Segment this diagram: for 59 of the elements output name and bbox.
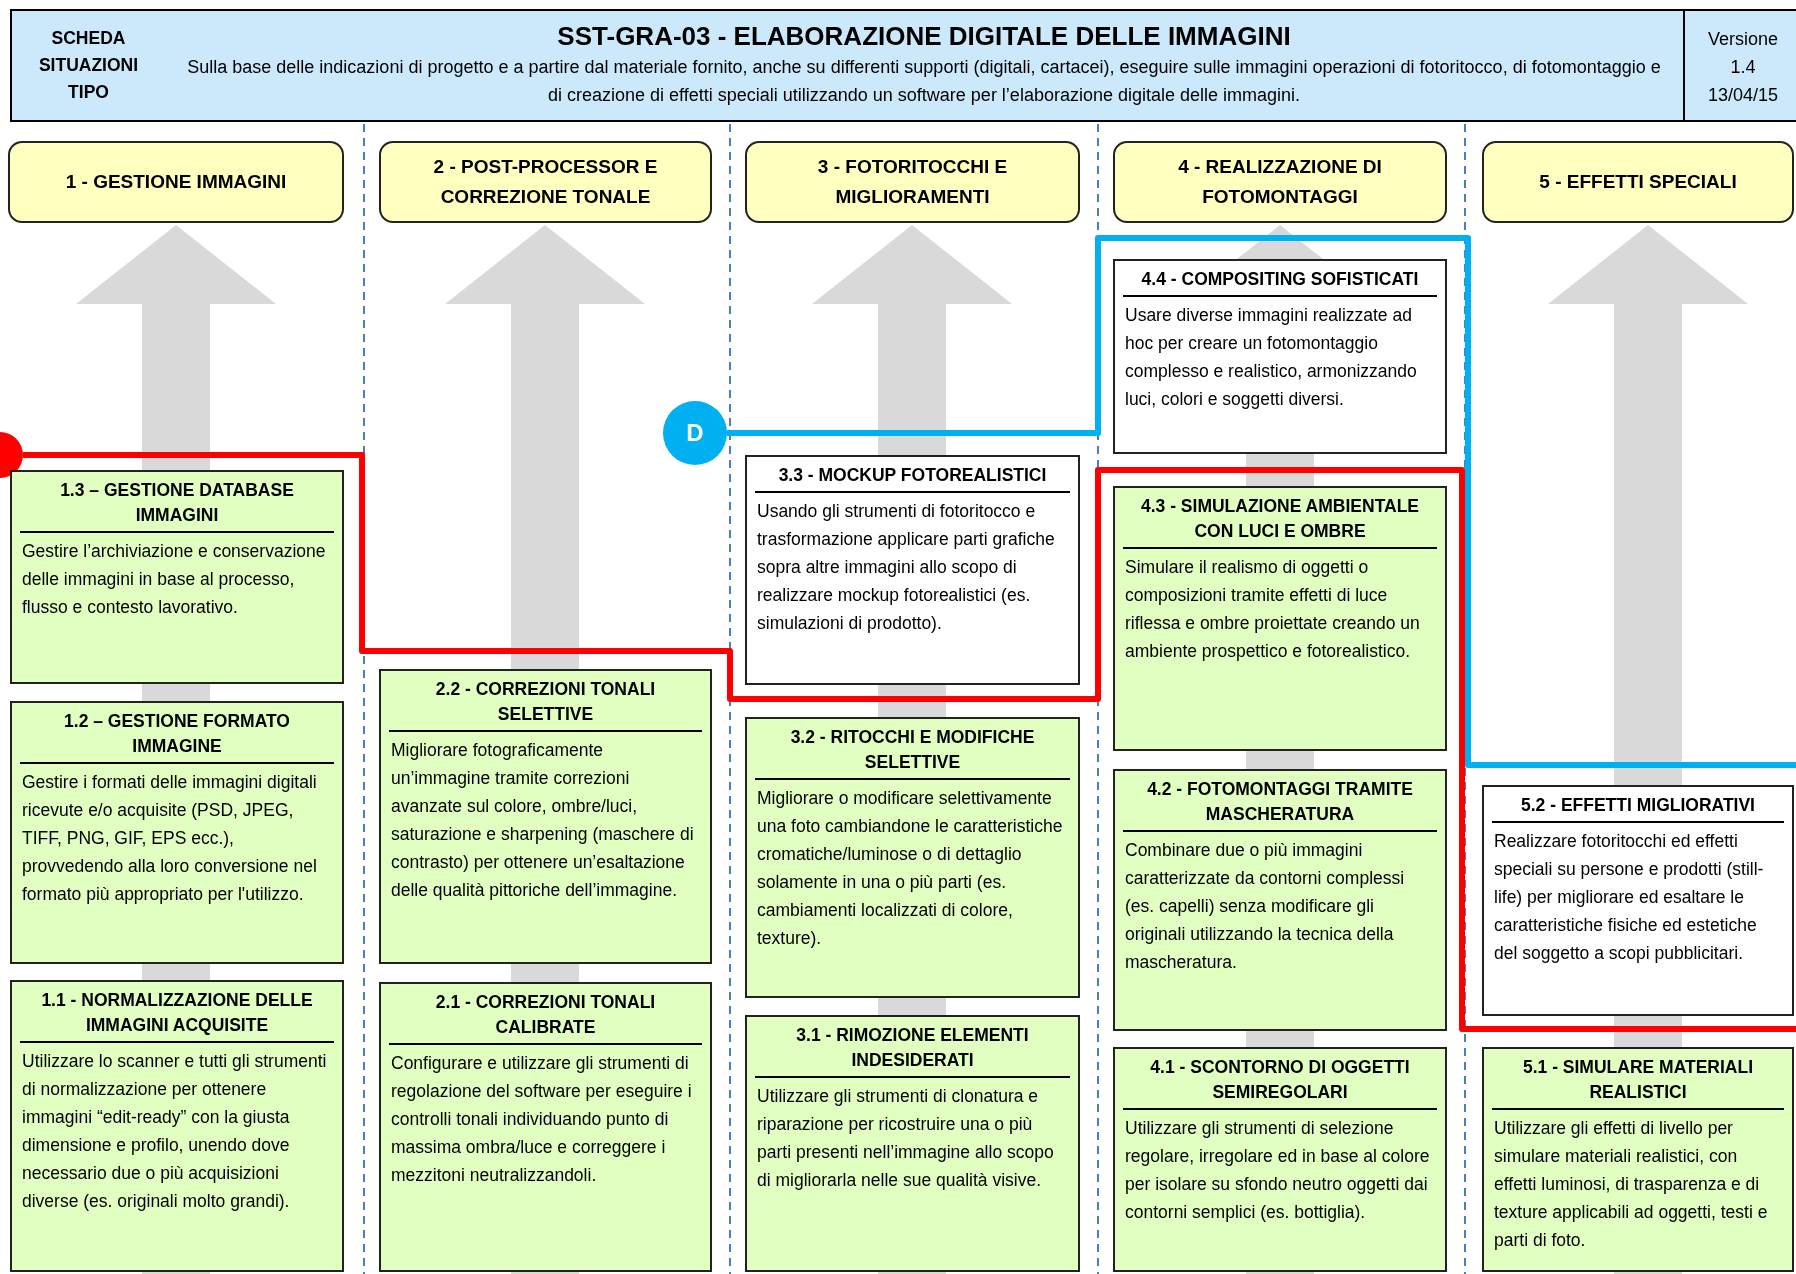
header-label: SCHEDA SITUAZIONI TIPO (37, 27, 140, 104)
column-header (745, 141, 1080, 223)
competence-box (745, 1015, 1080, 1272)
box-heading: 4.2 - FOTOMONTAGGI TRAMITE MASCHERATURA (1123, 771, 1437, 832)
column-title: 5 - EFFETTI SPECIALI (1538, 170, 1738, 194)
competence-box (1113, 486, 1447, 751)
competence-box (1113, 259, 1447, 454)
box-description: Utilizzare gli strumenti di clonatura e riparazione per ricostruire una o più parti presenti nell’immagine allo scopo di migliorarla nelle sue qualità visive. (756, 1085, 1055, 1192)
column-title: 4 - REALIZZAZIONE DI FOTOMONTAGGI (1177, 155, 1383, 209)
box-description: Realizzare fotoritocchi ed effetti speciali su persone e prodotti (still-life) per migliorare ed esaltare le caratteristiche fisiche ed estetiche del soggetto a scopi pubblicitari. (1493, 830, 1765, 965)
box-heading: 3.1 - RIMOZIONE ELEMENTI INDESIDERATI (755, 1017, 1070, 1078)
competence-box (1113, 769, 1447, 1031)
column-title: 1 - GESTIONE IMMAGINI (64, 170, 288, 194)
box-description: Configurare e utilizzare gli strumenti di regolazione del software per eseguire i controlli tonali individuando punto di massima ombra/luce e correggere i mezzitoni neutralizzandoli. (390, 1052, 693, 1187)
competence-box (379, 669, 712, 964)
box-description: Usando gli strumenti di fotoritocco e trasformazione applicare parti grafiche sopra altre immagini allo scopo di realizzare mockup fotorealistici (es. simulazioni di prodotto). (756, 500, 1056, 635)
box-heading: 1.3 – GESTIONE DATABASE IMMAGINI (20, 472, 334, 533)
competence-box (1482, 1047, 1794, 1272)
description-text: Sulla base delle indicazioni di progetto e a partire dal materiale fornito, anche su differenti supporti (digitali, cartacei), eseguire sulle immagini operazioni di fotoritocco, di fotomontaggio e di creazione di effetti speciali utilizzando un software per l’elaborazione digitale delle immagini. (186, 56, 1662, 107)
competence-box (10, 470, 344, 684)
box-heading: 2.1 - CORREZIONI TONALI CALIBRATE (389, 984, 702, 1045)
competence-box (10, 701, 344, 964)
column-header (379, 141, 712, 223)
box-description: Migliorare fotograficamente un’immagine tramite correzioni avanzate sul colore, ombre/luci, saturazione e sharpening (maschere di contrasto) per ottenere un’esaltazione delle qualità pittoriche dell’immagine. (390, 739, 695, 902)
box-heading: 3.2 - RITOCCHI E MODIFICHE SELETTIVE (755, 719, 1070, 780)
circle-letter: D (686, 419, 704, 447)
box-heading: 5.1 - SIMULARE MATERIALI REALISTICI (1492, 1049, 1784, 1110)
column-header (1482, 141, 1794, 223)
column-header (1113, 141, 1447, 223)
box-description: Gestire i formati delle immagini digitali ricevute e/o acquisite (PSD, JPEG, TIFF, PNG, GIF, EPS ecc.), provvedendo alla loro conversione nel formato più appropriato per l'utilizzo. (21, 771, 318, 906)
box-heading: 3.3 - MOCKUP FOTOREALISTICI (755, 457, 1070, 493)
box-description: Simulare il realismo di oggetti o composizioni tramite effetti di luce riflessa e ombre proiettate creando un ambiente prospettico e fotorealistico. (1124, 556, 1421, 663)
competence-box (379, 982, 712, 1272)
competence-box (745, 717, 1080, 998)
box-heading: 4.3 - SIMULAZIONE AMBIENTALE CON LUCI E OMBRE (1123, 488, 1437, 549)
box-heading: 4.1 - SCONTORNO DI OGGETTI SEMIREGOLARI (1123, 1049, 1437, 1110)
competence-box (1113, 1047, 1447, 1272)
box-heading: 1.2 – GESTIONE FORMATO IMMAGINE (20, 703, 334, 764)
version-label: Versione (1706, 28, 1780, 51)
competence-box (745, 455, 1080, 685)
box-heading: 5.2 - EFFETTI MIGLIORATIVI (1492, 787, 1784, 823)
competence-box (10, 980, 344, 1272)
box-heading: 1.1 - NORMALIZZAZIONE DELLE IMMAGINI ACQUISITE (20, 982, 334, 1043)
date-label: 13/04/15 (1706, 84, 1780, 107)
competence-box (1482, 785, 1794, 1016)
box-description: Utilizzare gli strumenti di selezione regolare, irregolare ed in base al colore per isolare su sfondo neutro oggetti dai contorni semplici (es. bottiglia). (1124, 1117, 1431, 1224)
box-description: Migliorare o modificare selettivamente una foto cambiandone le caratteristiche cromatiche/luminose o di dettaglio solamente in una o più parti (es. cambiamenti localizzati di colore, texture). (756, 787, 1064, 950)
title: SST-GRA-03 - ELABORAZIONE DIGITALE DELLE IMMAGINI (556, 20, 1292, 53)
box-heading: 2.2 - CORREZIONI TONALI SELETTIVE (389, 671, 702, 732)
box-description: Utilizzare gli effetti di livello per simulare materiali realistici, con effetti luminosi, di trasparenza e di texture applicabili ad oggetti, testi e parti di foto. (1493, 1117, 1769, 1252)
column-header (8, 141, 344, 223)
box-description: Usare diverse immagini realizzate ad hoc per creare un fotomontaggio complesso e realistico, armonizzando luci, colori e soggetti diversi. (1124, 304, 1418, 411)
column-title: 3 - FOTORITOCCHI E MIGLIORAMENTI (816, 155, 1009, 209)
box-description: Gestire l’archiviazione e conservazione delle immagini in base al processo, flusso e contesto lavorativo. (21, 540, 327, 619)
box-description: Combinare due o più immagini caratterizzate da contorni complessi (es. capelli) senza modificare gli originali utilizzando la tecnica della mascheratura. (1124, 839, 1406, 974)
column-title: 2 - POST-PROCESSOR E CORREZIONE TONALE (432, 155, 659, 209)
box-description: Utilizzare lo scanner e tutti gli strumenti di normalizzazione per ottenere immagini “edit-ready” con la giusta dimensione e profilo, unendo dove necessario due o più acquisizioni diverse (es. originali molto grandi). (21, 1050, 328, 1213)
box-heading: 4.4 - COMPOSITING SOFISTICATI (1123, 261, 1437, 297)
version-number: 1.4 (1729, 56, 1757, 79)
